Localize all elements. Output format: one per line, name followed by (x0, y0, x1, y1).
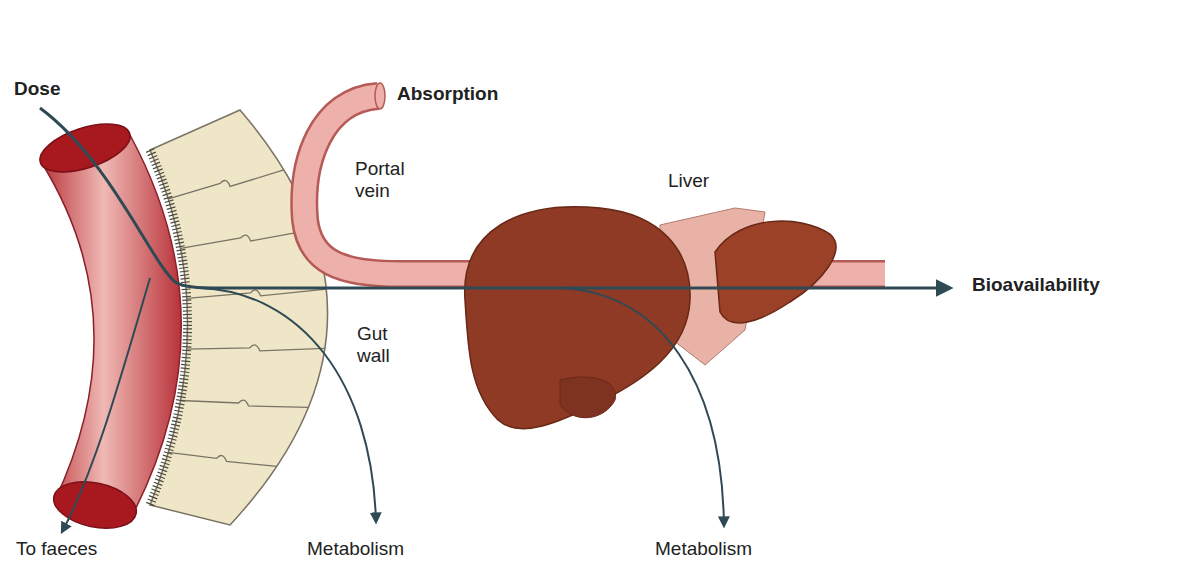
gut-wall-divider (168, 452, 276, 466)
gut-metabolism-arrow (200, 288, 376, 522)
gut-wall-divider (168, 170, 284, 199)
gut-wall-divider (181, 400, 309, 407)
gut-wall-divider (181, 230, 313, 249)
organ-label: Liver (668, 170, 709, 192)
dose-label: Dose (14, 78, 60, 100)
liver-left-lobe (465, 207, 690, 429)
process-label: Metabolism (307, 538, 404, 560)
gut-opening-top (34, 114, 136, 181)
liver-lower-lobe (560, 377, 616, 418)
drug-flow-arrow (40, 108, 950, 288)
liver-metabolism-arrow (560, 288, 724, 526)
route-label: To faeces (16, 538, 97, 560)
gut-wall-divider (187, 289, 327, 298)
process-label: Metabolism (655, 538, 752, 560)
faeces-arrow (62, 278, 150, 532)
gut-opening-bottom (49, 475, 140, 536)
portal-vein-end (375, 83, 385, 109)
liver-right-lobe (715, 221, 836, 323)
absorption-label: Absorption (397, 83, 498, 105)
gut-tube (40, 135, 181, 510)
organ-label: Portal vein (355, 158, 417, 202)
gut-wall-divider (187, 345, 325, 351)
outcome-label: Bioavailability (972, 274, 1100, 296)
organ-label: Gut wall (357, 323, 407, 367)
